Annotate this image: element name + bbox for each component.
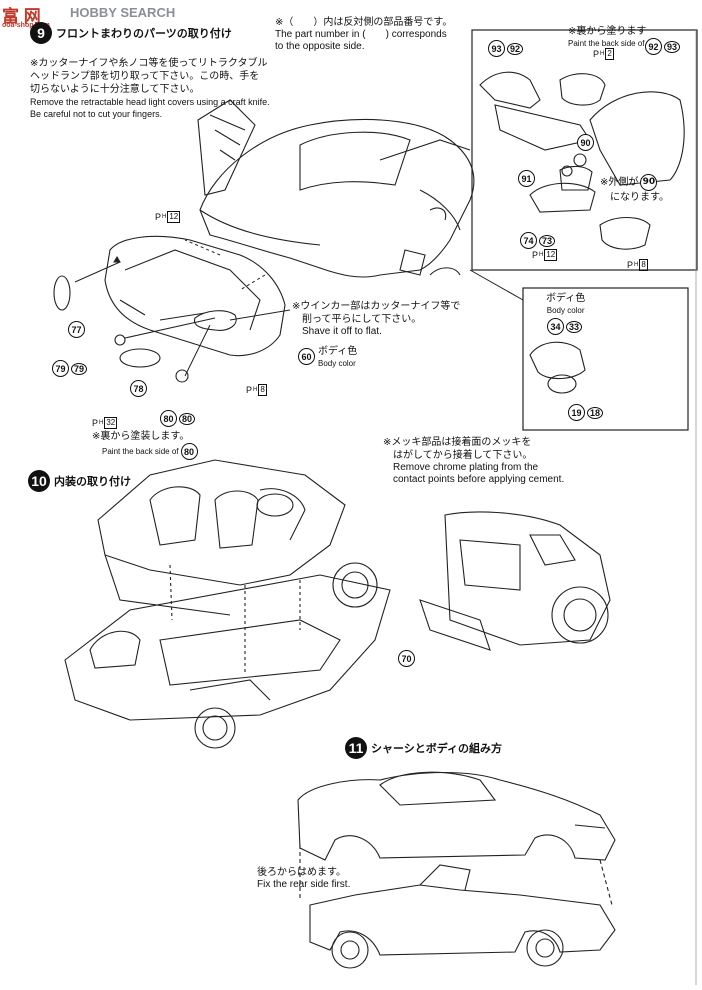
part-93-92-label: 93 92 xyxy=(488,40,524,57)
part-70-drawing xyxy=(419,599,491,651)
note-opposite-en-2: to the opposite side. xyxy=(275,41,365,52)
step-10-number: 10 xyxy=(28,470,50,492)
note-headlight-jp-3: 切らないように十分注意して下さい。 xyxy=(30,84,200,95)
note-rear-first-en: Fix the rear side first. xyxy=(257,879,351,890)
front-body-drawing xyxy=(197,99,475,278)
note-opposite-en-1: The part number in ( ) corresponds xyxy=(275,29,447,40)
watermark-search-text: HOBBY SEARCH xyxy=(70,5,176,20)
note-rear-first-jp: 後ろからはめます。 xyxy=(257,867,346,878)
step-10-title: 内装の取り付け xyxy=(54,475,131,488)
part-92-93-label: 92 93 xyxy=(645,38,681,55)
headlight-inset-drawing xyxy=(479,71,685,250)
note-rear-first: 後ろからはめます。 Fix the rear side first. xyxy=(257,866,350,891)
part-77-drawing xyxy=(53,275,71,311)
car-body-step11-drawing xyxy=(297,771,616,906)
note-paint-back-80: ※裏から塗装します。 Paint the back side of 80 xyxy=(92,430,198,460)
part-90-outside-label: 90 xyxy=(640,174,658,191)
part-19-18-label: 19 18 xyxy=(568,404,604,421)
step-9-title: フロントまわりのパーツの取り付け xyxy=(56,27,232,40)
step-11-number: 11 xyxy=(345,737,367,759)
note-chrome: ※メッキ部品は接着面のメッキを はがしてから接着して下さい。 Remove ch… xyxy=(383,437,565,485)
inset-box-headlight xyxy=(471,29,698,271)
part-74-73-label: 74 73 xyxy=(520,232,556,249)
note-headlight-jp-2: ヘッドランプ部を切り取って下さい。この時、手を xyxy=(30,71,260,82)
chassis-detail-drawing xyxy=(419,511,611,651)
chassis-step11-drawing xyxy=(309,864,616,969)
note-paint-back-jp: ※裏から塗ります xyxy=(568,26,647,37)
part-79-drawing xyxy=(114,334,126,346)
step-11-header: 11 シャーシとボディの組み方 xyxy=(345,737,502,759)
part-79-label: 79 79 xyxy=(52,360,88,377)
note-paint-back: ※裏から塗ります Paint the back side of xyxy=(568,25,646,50)
step-11-title: シャーシとボディの組み方 xyxy=(371,742,503,755)
note-headlight-cut: ※カッターナイフや糸ノコ等を使ってリトラクタブル ヘッドランプ部を切り取って下さ… xyxy=(30,57,270,120)
chassis-step10-drawing xyxy=(64,562,391,749)
part-78-label: 78 xyxy=(130,380,147,397)
note-body-color: ボディ色 Body color xyxy=(318,346,358,368)
part-90-label: 90 xyxy=(577,134,594,151)
note-opposite-parts: ※（ ）内は反対側の部品番号です。 The part number in ( )… xyxy=(275,16,452,53)
part-80-paint-label: 80 xyxy=(180,443,198,460)
note-headlight-en-1: Remove the retractable head light covers… xyxy=(30,97,270,107)
inset-box-mirror xyxy=(522,287,689,431)
part-60-label: 60 xyxy=(298,348,315,365)
watermark-logo: 富 网 xyxy=(2,7,41,26)
part-34-33-label: 34 33 xyxy=(547,318,583,335)
assembly-arrows xyxy=(74,239,291,377)
part-78-drawing xyxy=(119,348,161,368)
part-91-label: 91 xyxy=(518,170,535,187)
mirror-inset-drawing xyxy=(429,267,586,394)
interior-tub-drawing xyxy=(97,459,346,672)
step-9-header: 9 フロントまわりのパーツの取り付け xyxy=(30,22,232,44)
note-body-color-mirror: ボディ色 Body color xyxy=(546,293,586,315)
step-9-number: 9 xyxy=(30,22,52,44)
note-headlight-en-2: Be careful not to cut your fingers. xyxy=(30,109,163,119)
note-paint-back-en: Paint the back side of xyxy=(568,39,645,48)
part-80-label: 80 80 xyxy=(160,410,196,427)
step-10-header: 10 内装の取り付け xyxy=(28,470,131,492)
watermark-site: ooa-shop.com xyxy=(2,22,50,29)
part-80-drawing xyxy=(175,369,189,383)
part-77-label: 77 xyxy=(68,321,85,338)
note-winker: ※ウインカー部はカッターナイフ等で 削って平らにして下さい。 Shave it … xyxy=(292,301,461,337)
note-opposite-jp: ※（ ）内は反対側の部品番号です。 xyxy=(275,17,453,28)
front-bumper-drawing xyxy=(104,235,286,357)
part-70-label: 70 xyxy=(398,650,415,667)
note-headlight-jp-1: ※カッターナイフや糸ノコ等を使ってリトラクタブル xyxy=(30,58,268,69)
